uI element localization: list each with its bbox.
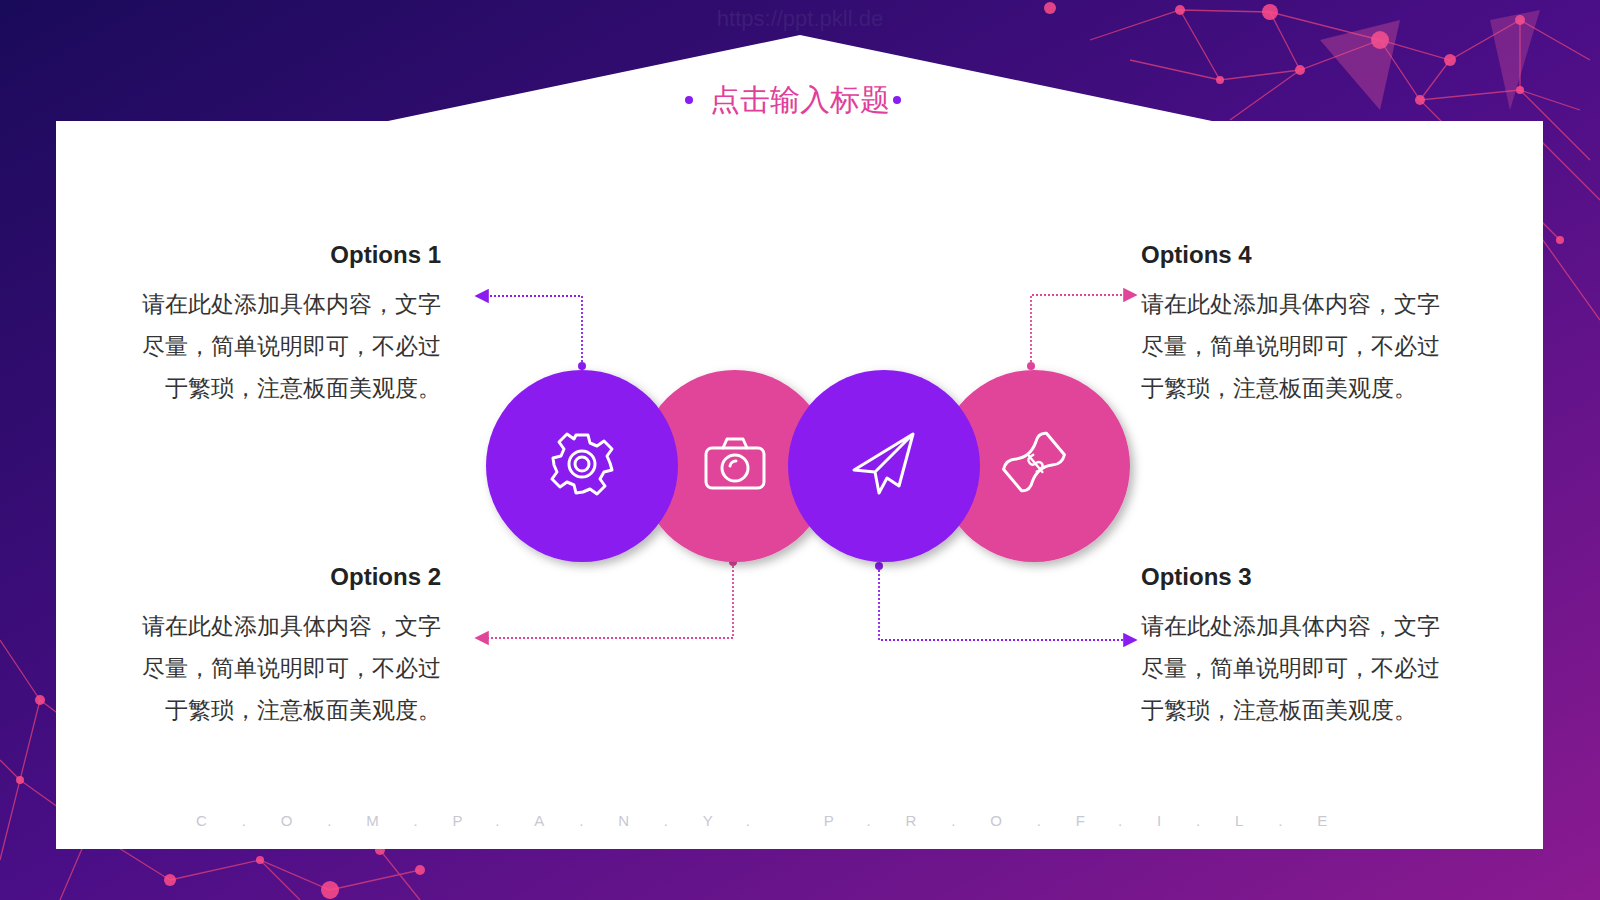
option-body: 请在此处添加具体内容，文字 尽量，简单说明即可，不必过 于繁琐，注意板面美观度。 [121, 283, 441, 409]
footer-text: C.O.M.P.A.N.Y. P.R.O.F.I.L.E [196, 812, 1362, 829]
option-heading: Options 4 [1141, 241, 1252, 269]
option-heading: Options 1 [330, 241, 441, 269]
watermark: https://ppt.pkll.de [0, 6, 1600, 32]
slide-title: 点击输入标题 [0, 80, 1600, 121]
option-heading: Options 3 [1141, 563, 1252, 591]
option-body: 请在此处添加具体内容，文字 尽量，简单说明即可，不必过 于繁琐，注意板面美观度。 [121, 605, 441, 731]
option-body: 请在此处添加具体内容，文字 尽量，简单说明即可，不必过 于繁琐，注意板面美观度。 [1141, 283, 1461, 409]
option-heading: Options 2 [330, 563, 441, 591]
option-body: 请在此处添加具体内容，文字 尽量，简单说明即可，不必过 于繁琐，注意板面美观度。 [1141, 605, 1461, 731]
